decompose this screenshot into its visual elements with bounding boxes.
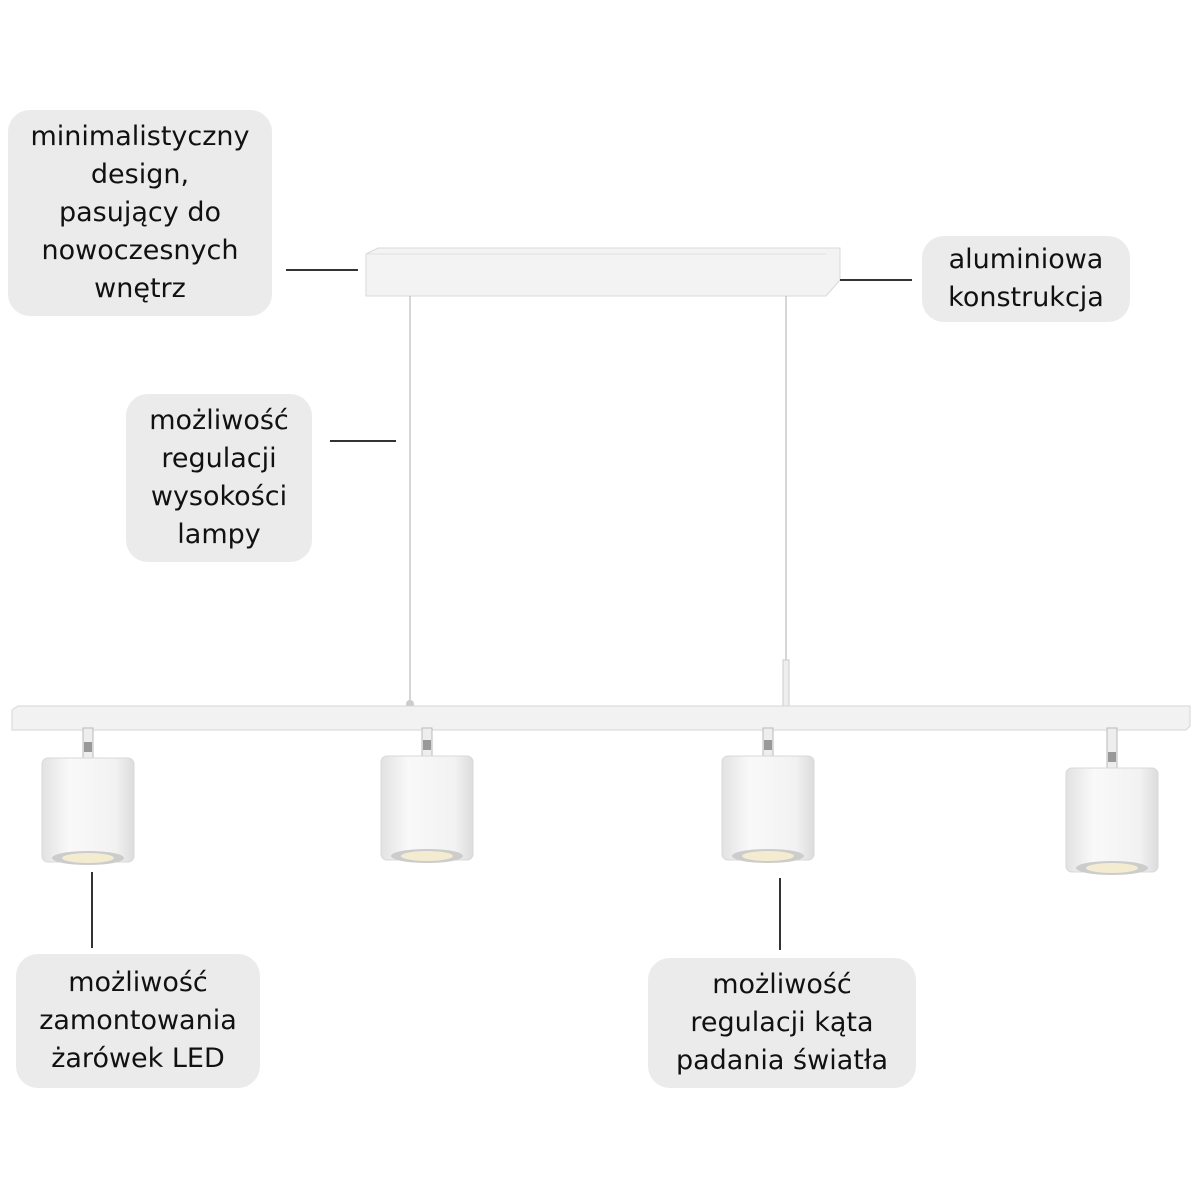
callout-text: możliwość [149, 405, 289, 436]
leader-line [330, 440, 396, 442]
callout-text: zamontowania [39, 1005, 237, 1036]
ceiling-canopy [365, 247, 841, 297]
spotlight [721, 727, 815, 863]
spotlight [1065, 727, 1159, 875]
callout-text: regulacji kąta [690, 1007, 874, 1038]
callout-text: konstrukcja [948, 282, 1104, 313]
callout-text: żarówek LED [51, 1043, 225, 1074]
spotlight [41, 727, 135, 865]
callout-text: wnętrz [94, 273, 186, 304]
lamp-bar [11, 705, 1191, 731]
callout-design: minimalistyczny design, pasujący do nowo… [8, 110, 272, 316]
callout-text: nowoczesnych [41, 235, 239, 266]
callout-angle: możliwość regulacji kąta padania światła [648, 958, 916, 1088]
callout-text: lampy [177, 519, 261, 550]
callout-text: design, [90, 159, 190, 190]
leader-line [779, 878, 781, 950]
callout-text: padania światła [675, 1045, 889, 1076]
spotlight [380, 727, 474, 863]
callout-text: pasujący do [59, 197, 221, 228]
leader-line [91, 872, 93, 948]
callout-text: regulacji [161, 443, 277, 474]
callout-text: wysokości [150, 481, 288, 512]
callout-text: minimalistyczny [30, 121, 250, 152]
callout-material: aluminiowa konstrukcja [922, 236, 1130, 322]
callout-height: możliwość regulacji wysokości lampy [126, 394, 312, 562]
callout-bulbs: możliwość zamontowania żarówek LED [16, 954, 260, 1088]
callout-text: możliwość [68, 967, 208, 998]
leader-line [286, 269, 358, 271]
callout-text: możliwość [712, 969, 852, 1000]
callout-text: aluminiowa [948, 244, 1104, 275]
leader-line [840, 279, 912, 281]
